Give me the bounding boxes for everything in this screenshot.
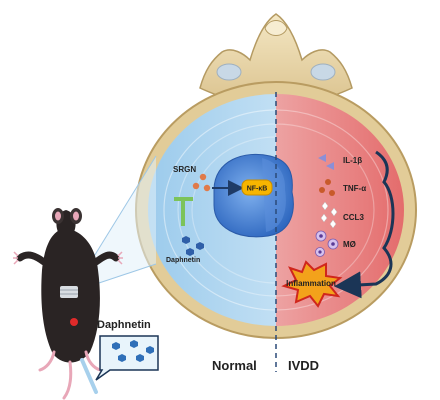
daphnetin-inner-label: Daphnetin <box>166 257 200 264</box>
hexagon-molecule-icon <box>112 340 154 362</box>
normal-label: Normal <box>212 358 257 373</box>
ivdd-label: IVDD <box>288 358 319 373</box>
nfkb-badge: NF-κB <box>241 179 273 196</box>
srgn-dots <box>192 173 211 192</box>
mouse-illustration <box>13 208 123 400</box>
il1b-label: IL-1β <box>343 156 362 165</box>
il1b-icon <box>318 154 334 170</box>
ccl3-icon <box>320 201 338 229</box>
pathway-arrow <box>334 150 395 299</box>
normal-annulus <box>148 94 276 326</box>
starburst-icon <box>281 260 343 308</box>
daphnetin-callout-label: Daphnetin <box>97 319 151 331</box>
srgn-label: SRGN <box>173 165 196 174</box>
inhibition-t-bar-icon <box>174 197 193 226</box>
nucleus-pulposus <box>213 153 294 238</box>
macrophage-icon <box>315 230 339 257</box>
ccl3-label: CCL3 <box>343 213 364 222</box>
tnfa-label: TNF-α <box>343 184 366 193</box>
tnfa-icon <box>319 179 335 196</box>
macrophage-label: MØ <box>343 240 356 249</box>
daphnetin-callout: Daphnetin <box>95 319 159 381</box>
daphnetin-molecules <box>182 236 204 256</box>
inflammation-label: Inflammation <box>286 279 336 288</box>
nfkb-label: NF-κB <box>247 186 268 193</box>
